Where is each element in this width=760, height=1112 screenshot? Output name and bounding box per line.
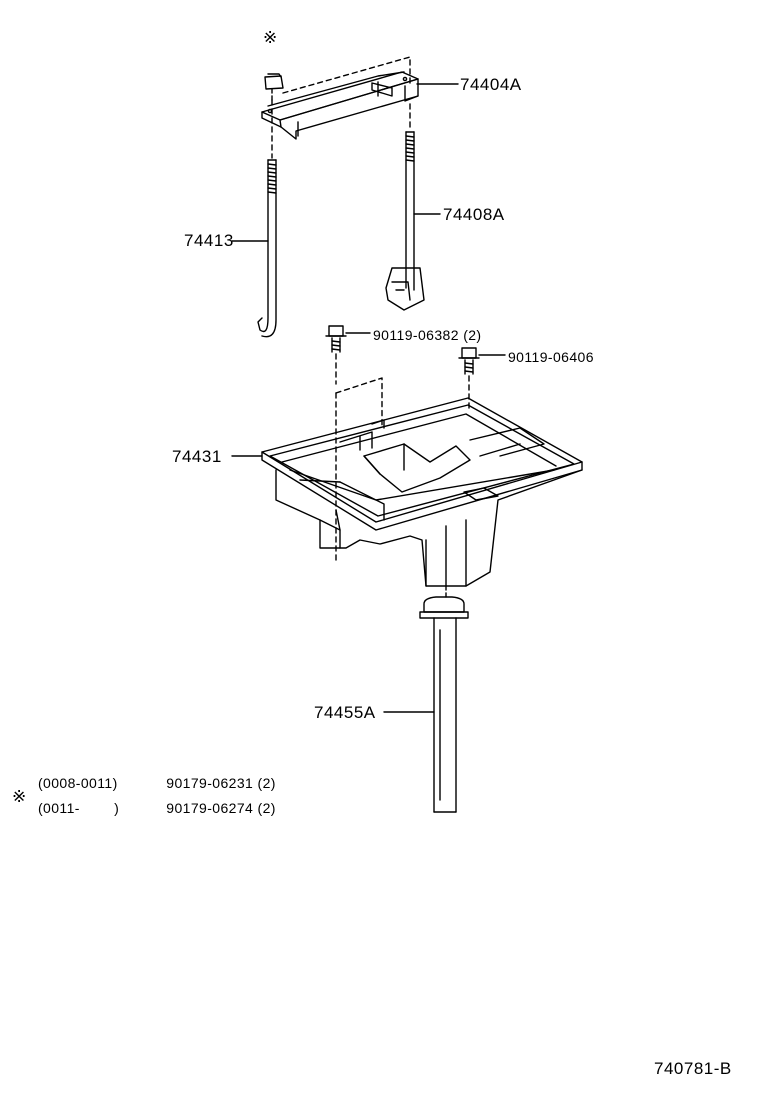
left-hook-rod (231, 99, 277, 338)
revision-mark-symbol: ※ (263, 28, 278, 47)
label-74431: 74431 (172, 447, 222, 466)
battery-tray (231, 377, 583, 587)
bolt-90119-06382 (325, 325, 371, 385)
note-row-1: (0008-0011) 90179-06231 (2) (38, 775, 276, 791)
figure-id: 740781-B (654, 1059, 732, 1078)
label-74413: 74413 (184, 231, 234, 250)
battery-clamp-bracket (261, 56, 459, 140)
label-74455A: 74455A (314, 703, 376, 722)
note-row-2-part: 90179-06274 (166, 800, 254, 816)
note-row-2-qty: (2) (257, 800, 276, 816)
note-row-1-qty: (2) (257, 775, 276, 791)
long-bolt-74455A (383, 585, 469, 813)
bolt-a-part: 90119-06382 (373, 327, 459, 343)
label-74404A: 74404A (460, 75, 522, 94)
note-row-1-part: 90179-06231 (166, 775, 254, 791)
note-row-1-range: (0008-0011) (38, 775, 118, 791)
label-90119-06406: 90119-06406 (508, 349, 594, 365)
note-row-2-range: (0011- ) (38, 800, 120, 816)
note-row-2: (0011- ) 90179-06274 (2) (38, 800, 276, 816)
right-hook-rod (385, 103, 441, 311)
bolt-a-qty: (2) (463, 327, 482, 343)
bolt-90119-06406 (458, 347, 506, 411)
note-symbol: ※ (12, 787, 27, 806)
label-74408A: 74408A (443, 205, 505, 224)
label-90119-06382: 90119-06382 (2) (373, 326, 482, 344)
